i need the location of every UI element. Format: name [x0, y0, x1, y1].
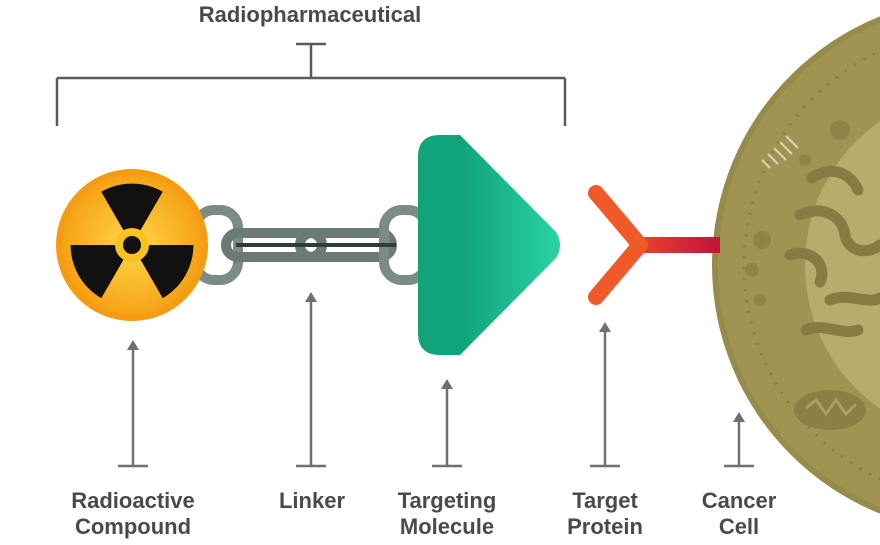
label-target-protein: Target Protein [545, 488, 665, 540]
targeting-molecule-icon [418, 135, 560, 355]
chain-icon [191, 205, 431, 285]
label-targeting-molecule-line1: Targeting [397, 488, 497, 513]
radiopharmaceutical-bracket [55, 42, 567, 126]
label-target-protein-line2: Protein [567, 514, 643, 539]
label-targeting-molecule-line2: Molecule [399, 514, 495, 539]
label-radioactive-compound: Radioactive Compound [40, 488, 226, 540]
label-linker: Linker [252, 488, 372, 514]
radiopharmaceutical-title: Radiopharmaceutical [198, 2, 422, 27]
label-radioactive-compound-line2: Compound [74, 514, 192, 539]
label-linker-line1: Linker [278, 488, 346, 513]
label-radioactive-compound-line1: Radioactive [71, 488, 195, 513]
label-cancer-cell-line1: Cancer [701, 488, 777, 513]
arrow-targeting-molecule [432, 379, 462, 468]
arrow-target-protein [590, 322, 620, 468]
arrow-linker [296, 292, 326, 468]
arrow-radioactive-compound [118, 340, 148, 468]
label-targeting-molecule: Targeting Molecule [372, 488, 522, 540]
label-target-protein-line1: Target [572, 488, 638, 513]
antibody-icon [588, 185, 720, 305]
label-cancer-cell: Cancer Cell [680, 488, 798, 540]
arrow-cancer-cell [724, 412, 754, 468]
label-cancer-cell-line2: Cell [718, 514, 760, 539]
pointer-arrows [118, 292, 754, 468]
radiation-icon [56, 169, 208, 321]
cancer-cell-icon [712, 16, 880, 514]
